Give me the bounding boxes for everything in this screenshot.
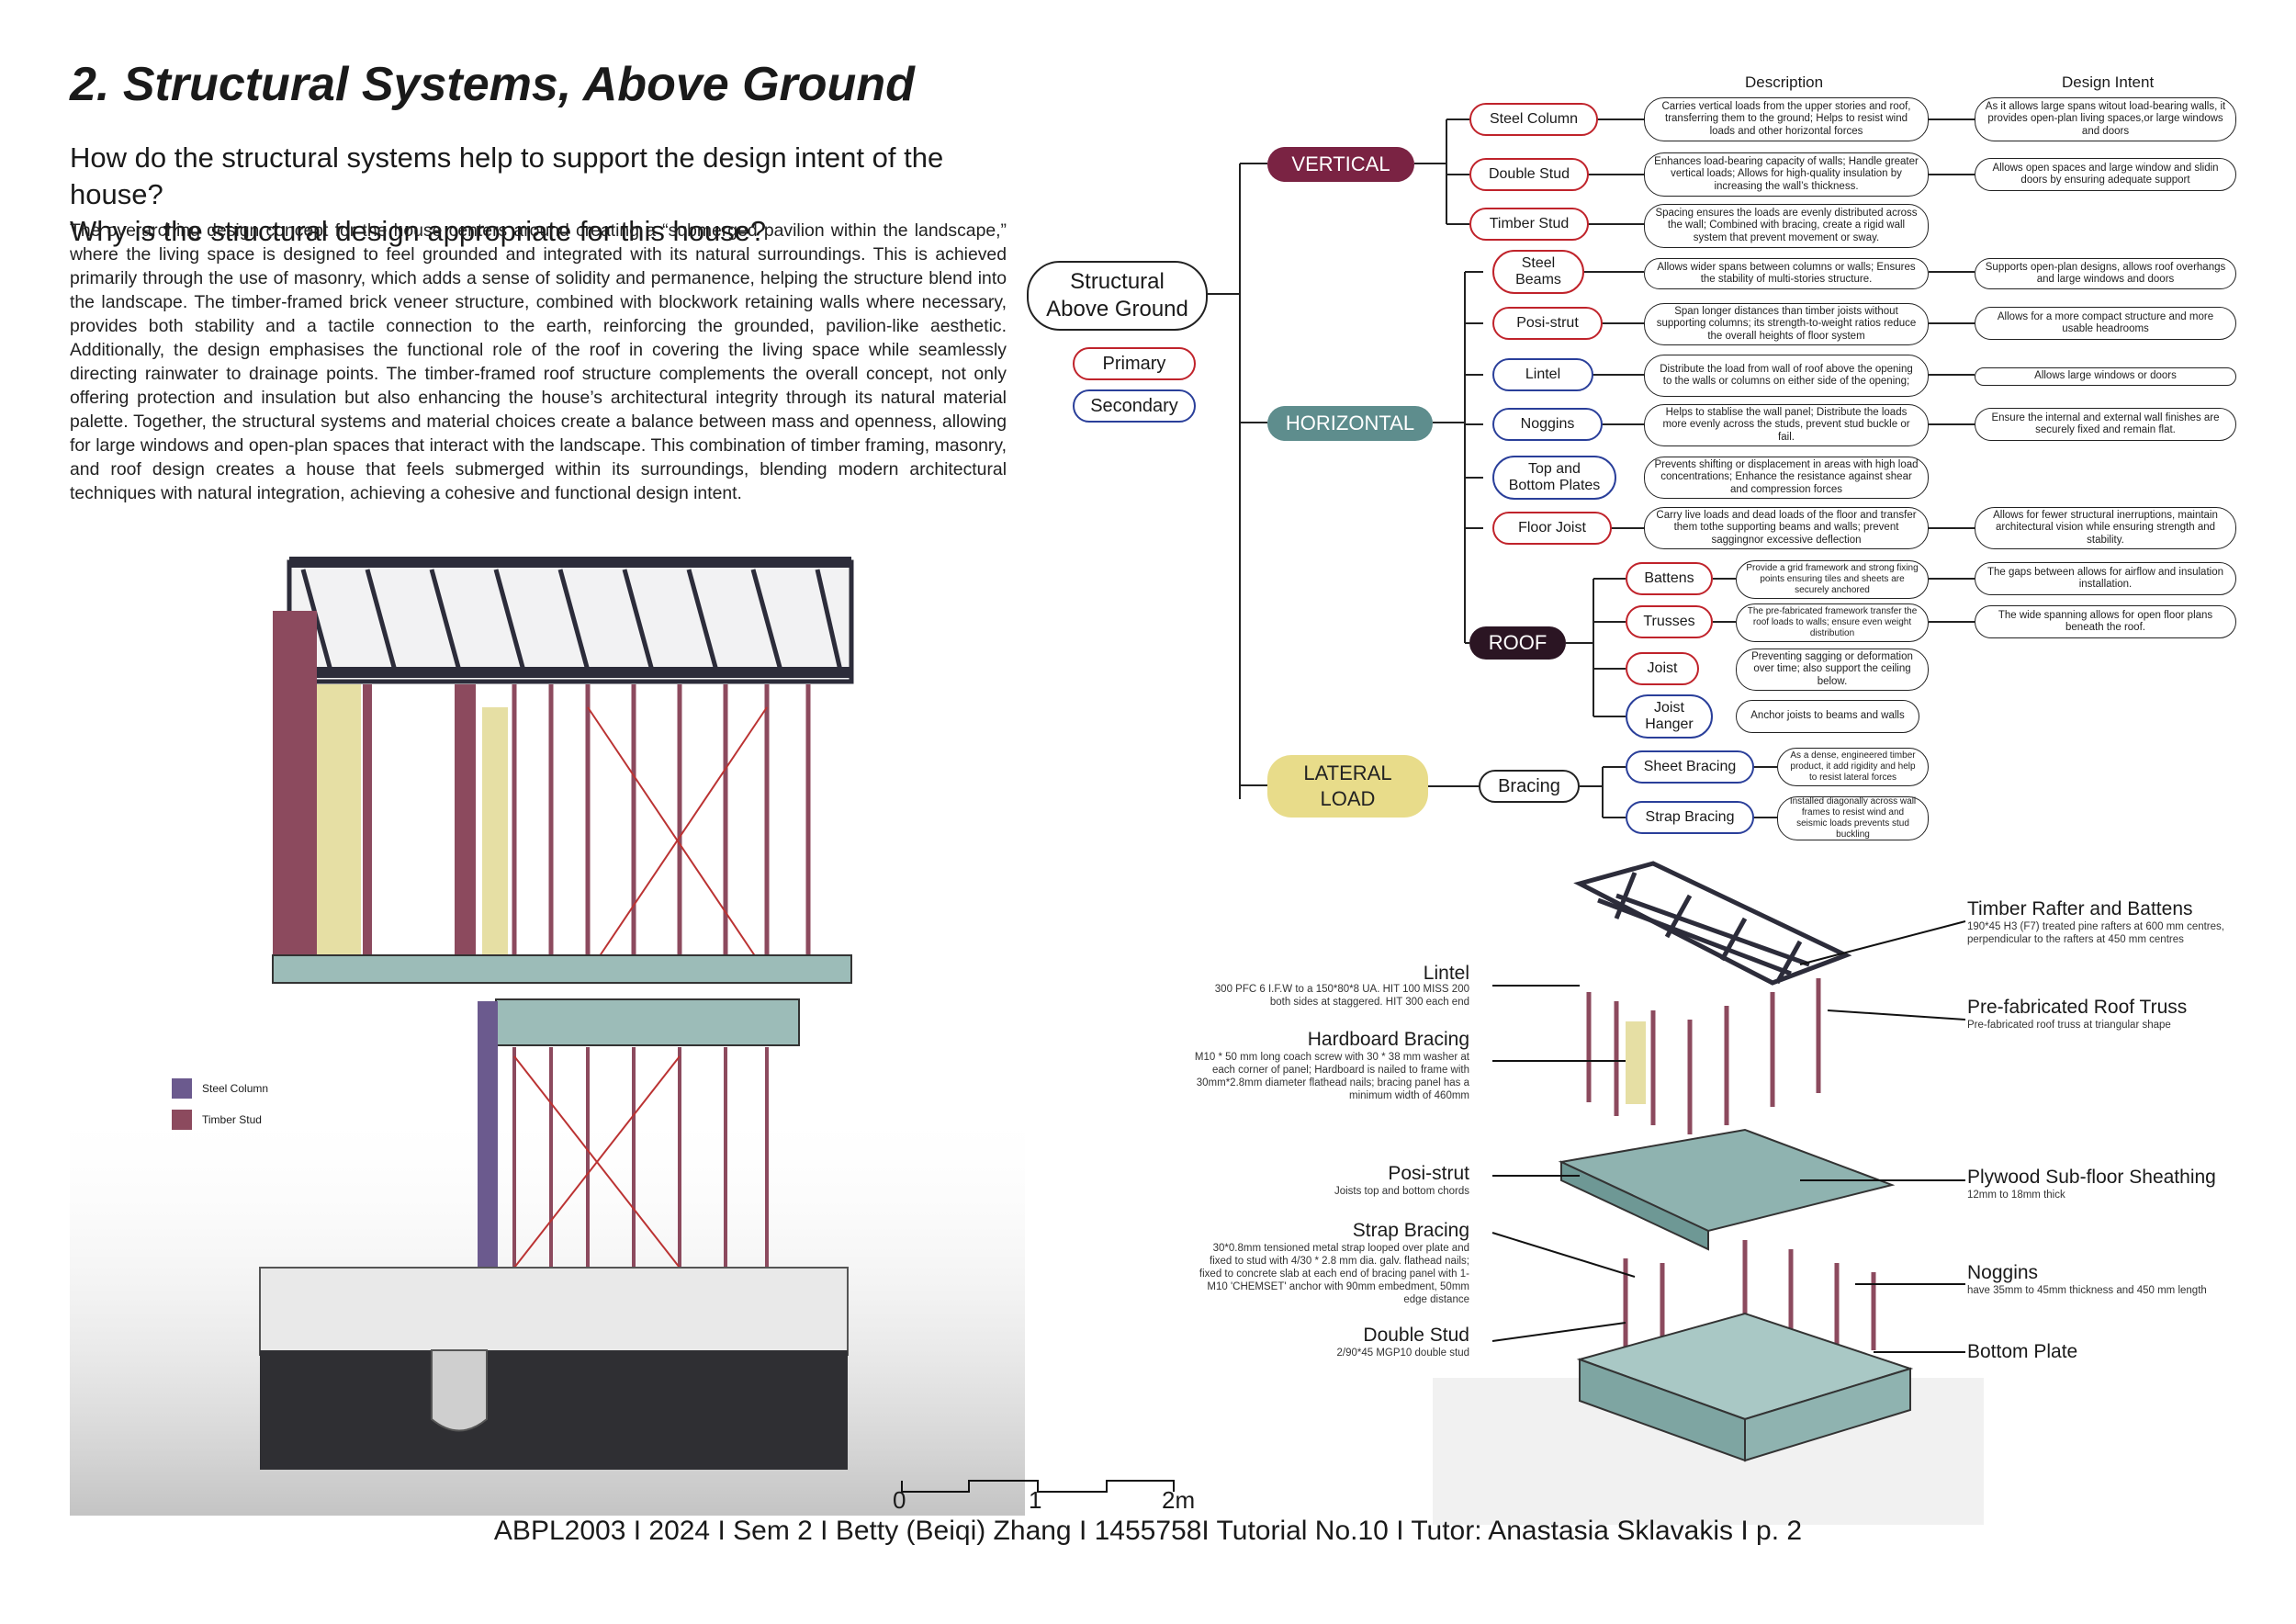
category-horizontal: HORIZONTAL: [1267, 406, 1433, 441]
hardboard-bracing-panel: [1626, 1021, 1646, 1104]
callout-rafter-note: 190*45 H3 (F7) treated pine rafters at 6…: [1967, 921, 2224, 945]
callout-hardboard-title: Hardboard Bracing: [1307, 1029, 1469, 1050]
desc-trusses: The pre-fabricated framework transfer th…: [1736, 603, 1929, 642]
node-trusses: Trusses: [1626, 605, 1713, 638]
callout-noggins-title: Noggins: [1967, 1262, 2039, 1283]
roof-rafters: [1573, 861, 1852, 986]
scale-label-2m: 2m: [1162, 1486, 1196, 1514]
callout-double-stud-title: Double Stud: [1363, 1325, 1469, 1346]
posi-strut-floor: [272, 954, 852, 984]
mindmap-connectors: [1208, 118, 1975, 818]
hardboard-panel-2: [482, 707, 508, 974]
node-noggins: Noggins: [1492, 408, 1603, 441]
lower-wall-frame: [512, 1047, 769, 1269]
category-vertical: VERTICAL: [1267, 147, 1414, 182]
callout-lintel-note: 300 PFC 6 I.F.W to a 150*80*8 UA. HIT 10…: [1214, 984, 1469, 1008]
legend-swatch-timber-stud: [172, 1110, 192, 1130]
node-floor-joist: Floor Joist: [1492, 512, 1612, 545]
node-battens: Battens: [1626, 562, 1713, 595]
node-posi-strut: Posi-strut: [1492, 307, 1603, 340]
scale-label-1: 1: [1029, 1486, 1042, 1514]
desc-timber-stud: Spacing ensures the loads are evenly dis…: [1644, 204, 1929, 248]
intent-noggins: Ensure the internal and external wall fi…: [1975, 408, 2236, 441]
exploded-axonometric-drawing: [1433, 861, 1984, 1525]
steel-column: [478, 1001, 498, 1286]
key-primary: Primary: [1073, 347, 1196, 380]
scale-bar: [901, 1480, 1175, 1493]
roof-truss-frame: [287, 557, 854, 684]
desc-posi-strut: Span longer distances than timber joists…: [1644, 303, 1929, 345]
callout-rafter-title: Timber Rafter and Battens: [1967, 898, 2193, 919]
intent-floor-joist: Allows for fewer structural inerruptions…: [1975, 507, 2236, 549]
scale-label-0: 0: [893, 1486, 906, 1514]
intent-steel-beams: Supports open-plan designs, allows roof …: [1975, 258, 2236, 289]
callout-strap-bracing-title: Strap Bracing: [1352, 1220, 1469, 1241]
desc-battens: Provide a grid framework and strong fixi…: [1736, 560, 1929, 599]
desc-steel-beams: Allows wider spans between columns or wa…: [1644, 258, 1929, 289]
desc-top-bottom-plates: Prevents shifting or displacement in are…: [1644, 457, 1929, 499]
ground-mass: [260, 1350, 848, 1470]
page-title: 2. Structural Systems, Above Ground: [70, 58, 915, 111]
intent-battens: The gaps between allows for airflow and …: [1975, 562, 2236, 595]
callout-hardboard-note: M10 * 50 mm long coach screw with 30 * 3…: [1194, 1052, 1469, 1101]
mindmap-root: Structural Above Ground: [1027, 261, 1208, 331]
questions: How do the structural systems help to su…: [70, 140, 1043, 250]
node-joist: Joist: [1626, 652, 1699, 685]
category-roof: ROOF: [1469, 626, 1566, 660]
desc-double-stud: Enhances load-bearing capacity of walls;…: [1644, 152, 1929, 197]
intent-posi-strut: Allows for a more compact structure and …: [1975, 307, 2236, 340]
header-description: Description: [1745, 73, 1824, 91]
callout-roof-truss-title: Pre-fabricated Roof Truss: [1967, 997, 2188, 1018]
wall-frames: [1586, 978, 1821, 1134]
question-2: Why is the structural design appropriate…: [70, 215, 767, 247]
desc-strap-bracing: Installed diagonally across wall frames …: [1777, 796, 1929, 840]
intent-steel-column: As it allows large spans witout load-bea…: [1975, 97, 2236, 141]
key-secondary: Secondary: [1073, 389, 1196, 423]
question-1: How do the structural systems help to su…: [70, 141, 944, 210]
intent-trusses: The wide spanning allows for open floor …: [1975, 605, 2236, 638]
page-footer: ABPL2003 I 2024 I Sem 2 I Betty (Beiqi) …: [493, 1516, 1803, 1546]
callout-double-stud-note: 2/90*45 MGP10 double stud: [1336, 1348, 1470, 1359]
callout-posi-strut-title: Posi-strut: [1388, 1163, 1469, 1184]
desc-floor-joist: Carry live loads and dead loads of the f…: [1644, 507, 1929, 549]
legend-swatch-steel-column: [172, 1078, 192, 1099]
node-timber-stud: Timber Stud: [1469, 208, 1589, 241]
upper-wall-frame: [512, 684, 811, 975]
node-double-stud: Double Stud: [1469, 158, 1589, 191]
callout-noggins-note: have 35mm to 45mm thickness and 450 mm l…: [1967, 1285, 2207, 1296]
callout-plywood-note: 12mm to 18mm thick: [1967, 1190, 2065, 1201]
callout-lintel-title: Lintel: [1423, 963, 1469, 984]
callout-plywood-title: Plywood Sub-floor Sheathing: [1967, 1167, 2216, 1188]
intent-lintel: Allows large windows or doors: [1975, 367, 2236, 386]
node-lintel: Lintel: [1492, 358, 1593, 391]
intent-double-stud: Allows open spaces and large window and …: [1975, 158, 2236, 191]
desc-joist-hanger: Anchor joists to beams and walls: [1736, 700, 1919, 733]
callout-roof-truss-note: Pre-fabricated roof truss at triangular …: [1967, 1020, 2171, 1031]
node-steel-column: Steel Column: [1469, 103, 1598, 136]
timber-stud-wall: [273, 611, 317, 974]
desc-lintel: Distribute the load from wall of roof ab…: [1644, 355, 1929, 397]
legend-label-timber-stud: Timber Stud: [202, 1113, 262, 1126]
node-sheet-bracing: Sheet Bracing: [1626, 750, 1754, 784]
desc-sheet-bracing: As a dense, engineered timber product, i…: [1777, 748, 1929, 786]
desc-joist: Preventing sagging or deformation over t…: [1736, 648, 1929, 691]
desc-steel-column: Carries vertical loads from the upper st…: [1644, 97, 1929, 141]
concrete-slab: [259, 1267, 849, 1356]
header-design-intent: Design Intent: [2062, 73, 2155, 91]
node-top-bottom-plates: Top and Bottom Plates: [1492, 456, 1616, 500]
structural-section-drawing: [70, 557, 1025, 1516]
body-paragraph: The overarching design concept for the h…: [70, 220, 1007, 503]
category-bracing: Bracing: [1479, 770, 1580, 803]
callout-posi-strut-note: Joists top and bottom chords: [1334, 1186, 1469, 1197]
node-steel-beams: Steel Beams: [1492, 250, 1584, 294]
hardboard-panel: [317, 684, 361, 978]
node-joist-hanger: Joist Hanger: [1626, 694, 1713, 739]
legend-label-steel-column: Steel Column: [202, 1082, 269, 1095]
category-lateral-load: LATERAL LOAD: [1267, 755, 1428, 818]
node-strap-bracing: Strap Bracing: [1626, 801, 1754, 834]
desc-noggins: Helps to stablise the wall panel; Distri…: [1644, 404, 1929, 446]
callout-strap-bracing-note: 30*0.8mm tensioned metal strap looped ov…: [1199, 1243, 1469, 1305]
callout-bottom-plate-title: Bottom Plate: [1967, 1341, 2078, 1362]
